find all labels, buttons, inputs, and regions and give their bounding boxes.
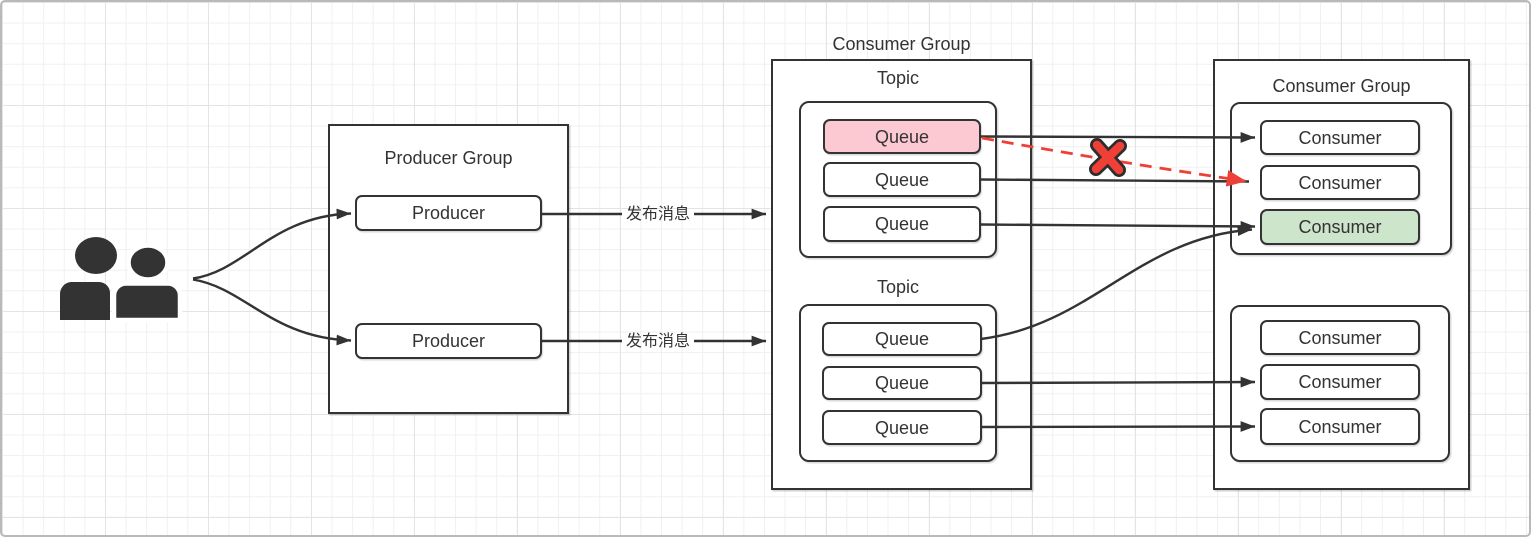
consumer-node-label: Consumer xyxy=(1298,217,1382,237)
person-front-head xyxy=(126,243,170,282)
producer-node[interactable]: Producer xyxy=(355,195,542,231)
consumer-group-title: Consumer Group xyxy=(1272,76,1411,96)
producer-group-box[interactable] xyxy=(328,124,569,414)
consumer-node-label: Consumer xyxy=(1298,327,1382,348)
consumer-node[interactable]: Consumer xyxy=(1260,320,1420,355)
queue-node-highlighted[interactable]: Queue xyxy=(823,119,981,154)
person-back-head xyxy=(75,237,117,274)
queue-node-label: Queue xyxy=(874,126,930,147)
topic-title: Topic xyxy=(876,277,920,297)
publish-message-label: 发布消息 xyxy=(625,206,690,223)
queue-node-label: Queue xyxy=(874,329,930,349)
queue-node[interactable]: Queue xyxy=(823,162,981,197)
producer-node-label: Producer xyxy=(411,331,486,351)
queue-node-label: Queue xyxy=(874,417,930,438)
red-cross-icon xyxy=(1089,138,1127,177)
person-back-body xyxy=(59,282,110,320)
two-people-icon[interactable] xyxy=(52,227,192,327)
consumer-node-label: Consumer xyxy=(1298,372,1382,392)
queue-node-label: Queue xyxy=(874,169,930,190)
consumer-node-label: Consumer xyxy=(1298,416,1382,437)
consumer-node[interactable]: Consumer xyxy=(1260,364,1420,400)
queue-node[interactable]: Queue xyxy=(823,206,981,242)
topic-title: Topic xyxy=(876,68,920,88)
producer-group-title: Producer Group xyxy=(384,148,513,168)
producer-node-label: Producer xyxy=(411,203,486,223)
publish-message-label: 发布消息 xyxy=(625,333,690,350)
producer-node[interactable]: Producer xyxy=(355,323,542,359)
consumer-node[interactable]: Consumer xyxy=(1260,165,1420,200)
consumer-node-label: Consumer xyxy=(1298,172,1382,193)
consumer-node-label: Consumer xyxy=(1298,127,1382,148)
queue-node-label: Queue xyxy=(874,214,930,234)
queue-node[interactable]: Queue xyxy=(822,410,982,445)
queue-node[interactable]: Queue xyxy=(822,322,982,356)
consumer-node[interactable]: Consumer xyxy=(1260,120,1420,155)
broker-box-title: Consumer Group xyxy=(832,34,971,54)
person-front-body xyxy=(111,281,183,323)
queue-node-label: Queue xyxy=(874,373,930,393)
queue-node[interactable]: Queue xyxy=(822,366,982,400)
consumer-node-highlighted[interactable]: Consumer xyxy=(1260,209,1420,245)
consumer-node[interactable]: Consumer xyxy=(1260,408,1420,445)
